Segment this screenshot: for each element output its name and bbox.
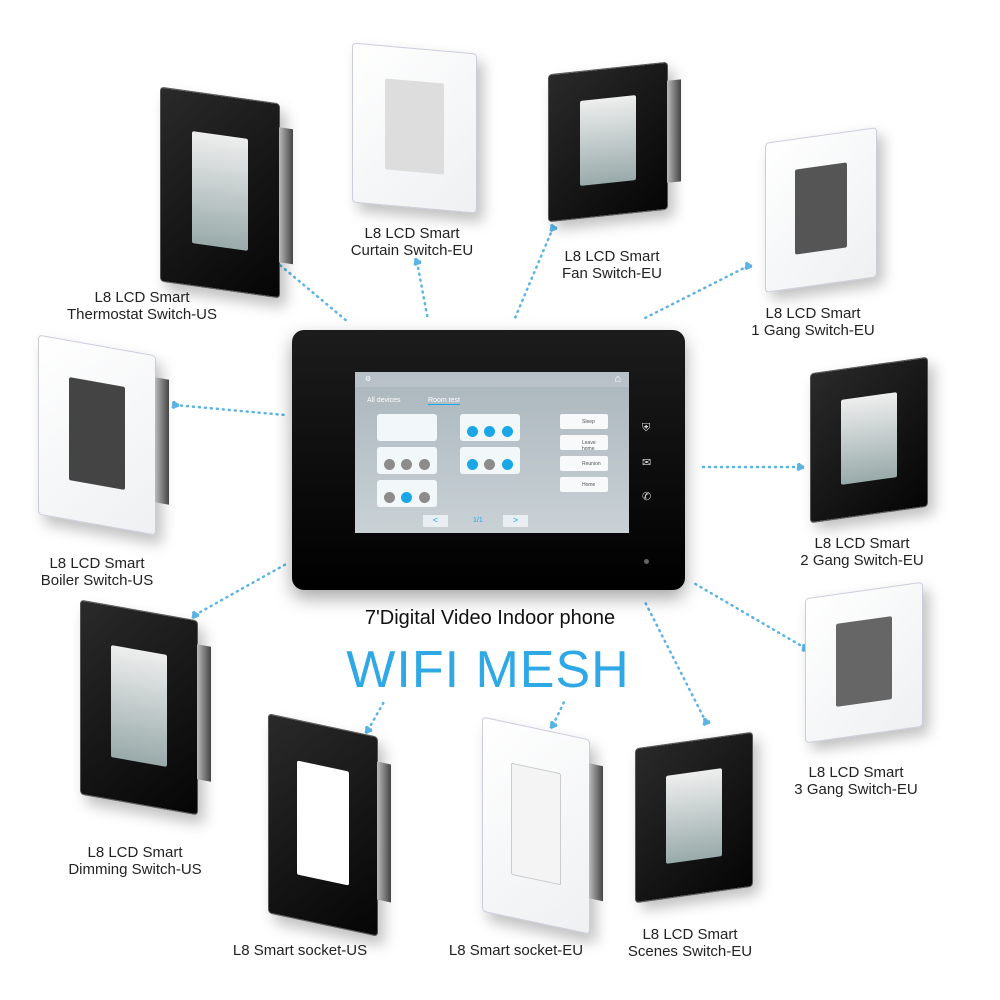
light-toggle[interactable] xyxy=(467,426,479,437)
next-page-button[interactable]: > xyxy=(503,515,528,527)
thermostat-switch-us-panel xyxy=(160,86,293,299)
light-toggle[interactable] xyxy=(401,459,413,470)
dimming-switch-us-panel xyxy=(80,599,211,816)
panel-backbox xyxy=(197,644,211,782)
panel-screen xyxy=(794,161,848,256)
scene-sleep[interactable]: Sleep xyxy=(560,414,608,429)
socket-face xyxy=(510,762,562,885)
page-indicator: 1/1 xyxy=(473,517,483,524)
3-gang-switch-eu-panel xyxy=(805,581,923,744)
device-card[interactable] xyxy=(377,447,437,474)
panel-screen xyxy=(384,78,444,175)
phone-title: 7'Digital Video Indoor phone xyxy=(364,607,616,629)
headline: WIFI MESH xyxy=(346,641,630,699)
1-gang-switch-eu-panel xyxy=(765,127,877,293)
indoor-phone: ⚙ ⌂ All devices Room test Sleep Leave ho… xyxy=(292,330,685,590)
scenes-switch-eu-panel xyxy=(635,731,753,904)
light-toggle[interactable] xyxy=(501,459,513,470)
panel-screen xyxy=(579,95,637,186)
device-card[interactable] xyxy=(377,414,437,441)
device-card[interactable] xyxy=(377,480,437,507)
light-toggle[interactable] xyxy=(501,426,513,437)
panel-backbox xyxy=(589,763,603,902)
curtain-switch-eu-panel xyxy=(352,42,477,214)
label-socket-us: L8 Smart socket-US xyxy=(232,942,368,959)
device-card[interactable] xyxy=(460,447,520,474)
light-toggle[interactable] xyxy=(418,492,430,503)
phone-icon[interactable]: ✆ xyxy=(642,491,652,503)
2-gang-switch-eu-panel xyxy=(810,356,928,524)
light-toggle[interactable] xyxy=(401,492,413,503)
screen-topbar xyxy=(355,372,629,387)
settings-icon[interactable]: ⚙ xyxy=(365,376,372,383)
panel-backbox xyxy=(279,127,293,265)
socket-face xyxy=(297,760,349,886)
light-toggle[interactable] xyxy=(384,459,396,470)
panel-screen xyxy=(111,644,167,767)
light-toggle[interactable] xyxy=(484,426,496,437)
light-toggle[interactable] xyxy=(484,459,496,470)
boiler-switch-us-panel xyxy=(38,334,169,536)
panel-screen xyxy=(69,376,125,490)
tab-room-test[interactable]: Room test xyxy=(428,397,460,405)
panel-screen xyxy=(666,767,722,865)
device-card[interactable] xyxy=(460,414,520,441)
mail-icon[interactable]: ✉ xyxy=(642,457,652,469)
indicator-led xyxy=(644,559,649,564)
light-toggle[interactable] xyxy=(418,459,430,470)
home-icon[interactable]: ⌂ xyxy=(614,373,621,385)
scene-home[interactable]: Home xyxy=(560,477,608,492)
panel-screen xyxy=(191,130,249,251)
panel-screen xyxy=(836,615,892,707)
panel-backbox xyxy=(377,761,391,903)
phone-screen: ⚙ ⌂ All devices Room test Sleep Leave ho… xyxy=(355,372,629,533)
scene-leave-home[interactable]: Leave home xyxy=(560,435,608,452)
shield-icon[interactable]: ⛨ xyxy=(642,422,651,434)
panel-backbox xyxy=(667,78,681,183)
panel-backbox xyxy=(155,377,169,505)
panel-screen xyxy=(841,391,897,486)
label-socket-eu: L8 Smart socket-EU xyxy=(448,942,584,959)
prev-page-button[interactable]: < xyxy=(423,515,448,527)
light-toggle[interactable] xyxy=(384,492,396,503)
light-toggle[interactable] xyxy=(467,459,479,470)
fan-switch-eu-panel xyxy=(548,61,681,223)
tab-all-devices[interactable]: All devices xyxy=(367,397,401,404)
smart-socket-eu-panel xyxy=(482,716,603,935)
smart-socket-us-panel xyxy=(268,713,391,937)
scene-reunion[interactable]: Reunion xyxy=(560,456,608,471)
